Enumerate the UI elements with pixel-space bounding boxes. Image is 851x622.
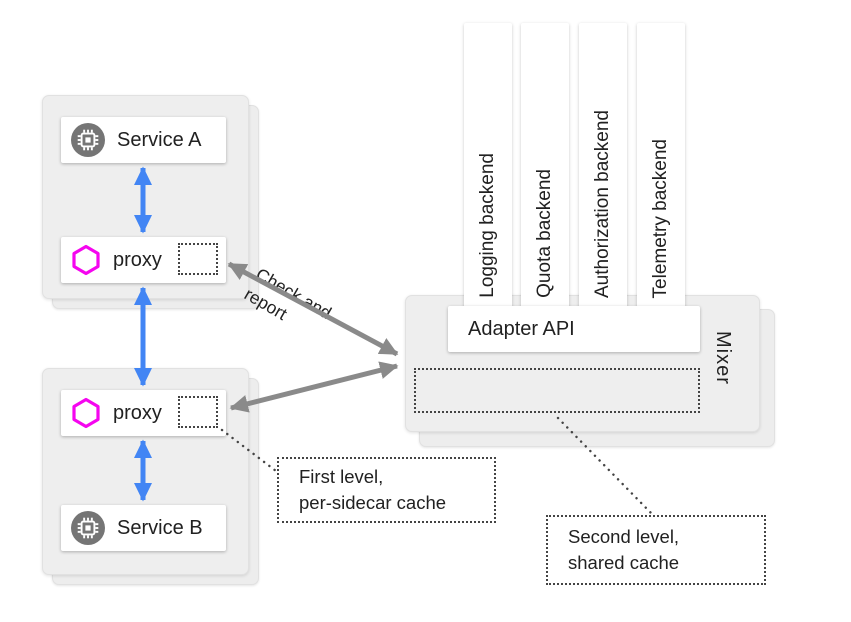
check-and-report-label: Check and report (240, 263, 360, 359)
proxy-a-label: proxy (113, 248, 162, 271)
magenta-hexagon-icon (72, 244, 100, 276)
first-level-caption-line2: per-sidecar cache (299, 492, 447, 513)
proxy-b-label: proxy (113, 401, 162, 424)
logging-backend-pillar: Logging backend (464, 23, 512, 312)
proxy-a-sidecar-cache-slot (178, 243, 218, 275)
second-level-cache-caption: Second level, shared cache (546, 515, 766, 585)
quota-backend-label: Quota backend (534, 169, 555, 298)
service-b-box: Service B (61, 505, 226, 551)
telemetry-backend-pillar: Telemetry backend (637, 23, 685, 312)
second-level-caption-line2: shared cache (568, 552, 680, 573)
cpu-chip-icon (71, 123, 105, 157)
magenta-hexagon-icon (72, 397, 100, 429)
proxy-b-sidecar-cache-slot (178, 396, 218, 428)
telemetry-backend-label: Telemetry backend (650, 138, 671, 298)
cpu-chip-icon (71, 511, 105, 545)
authorization-backend-label: Authorization backend (592, 109, 613, 298)
service-a-box: Service A (61, 117, 226, 163)
mixer-shared-cache-slot (414, 368, 700, 413)
first-level-caption-line1: First level, (299, 466, 384, 487)
proxy-a-box: proxy (61, 237, 226, 283)
authorization-backend-pillar: Authorization backend (579, 23, 627, 312)
second-level-caption-line1: Second level, (568, 526, 680, 547)
logging-backend-label: Logging backend (477, 153, 498, 298)
adapter-api-label: Adapter API (468, 317, 575, 340)
quota-backend-pillar: Quota backend (521, 23, 569, 312)
adapter-api-box: Adapter API (448, 306, 700, 352)
proxy-b-box: proxy (61, 390, 226, 436)
service-a-label: Service A (117, 128, 202, 151)
service-b-label: Service B (117, 516, 203, 539)
mixer-label: Mixer (712, 331, 734, 385)
first-level-cache-caption: First level, per-sidecar cache (277, 457, 496, 523)
